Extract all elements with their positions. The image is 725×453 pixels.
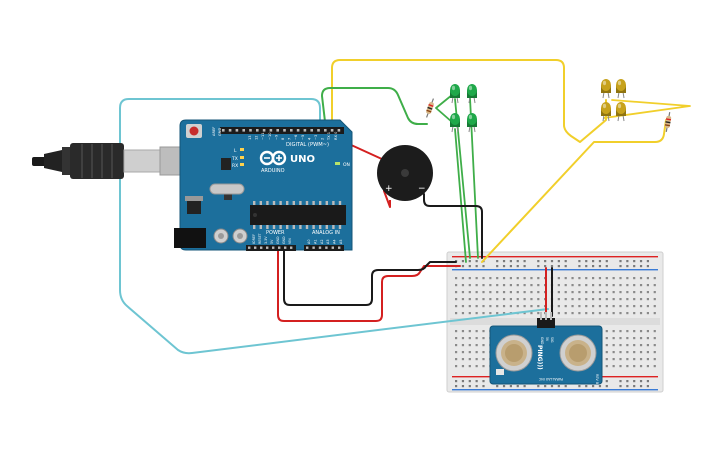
digital-pin-label: ~5 [301, 135, 305, 140]
resistor[interactable] [664, 112, 672, 133]
digital-pin-label: RX 0 [334, 131, 338, 140]
digital-pin-label: 12 [255, 135, 259, 140]
digital-pin-label: 2 [321, 138, 325, 140]
digital-pin-label: 7 [288, 138, 292, 140]
power-pin-label: RESET [258, 232, 262, 244]
green-led[interactable] [450, 84, 460, 104]
green-led[interactable] [467, 113, 477, 133]
transducer-left [495, 334, 533, 372]
analog-pin-label: A2 [320, 240, 324, 244]
arduino-model: UNO [290, 154, 315, 165]
digital-pin-label: ~3 [314, 135, 318, 140]
analog-pin-label: A0 [307, 240, 311, 244]
piezo-buzzer[interactable]: + − [377, 145, 433, 207]
power-pin-label: 5V [270, 239, 274, 244]
power-pin-label: VIN [288, 238, 292, 244]
yellow-led[interactable] [616, 102, 626, 122]
tx-label: TX [231, 156, 238, 162]
power-label: POWER [266, 230, 285, 236]
black-wire-1[interactable] [283, 249, 457, 306]
digital-pin-label: TX 1 [327, 132, 331, 141]
power-pin-label: GND [276, 236, 280, 244]
yellow-wire-1[interactable] [331, 59, 607, 143]
on-label: ON [343, 162, 350, 168]
green-led[interactable] [467, 84, 477, 104]
yellow-led[interactable] [601, 102, 611, 122]
digital-pin-label: 8 [281, 137, 285, 140]
digital-pin-label: 13 [248, 135, 252, 140]
atmega-chip [250, 205, 346, 225]
analog-pin-label: A1 [313, 240, 317, 244]
aref-label: AREF [212, 127, 216, 136]
resistor[interactable] [424, 98, 436, 119]
buzzer-minus: − [418, 184, 426, 194]
analog-pin-label: A3 [326, 240, 330, 244]
green-wire-1[interactable] [321, 87, 428, 131]
yellow-wire-2[interactable] [481, 119, 667, 263]
digital-label: DIGITAL (PWM~) [286, 142, 329, 148]
digital-pin-holes [222, 129, 341, 132]
digital-header[interactable] [220, 127, 344, 134]
analog-label: ANALOG IN [312, 230, 340, 236]
power-header[interactable] [246, 245, 296, 251]
buzzer-plus: + [385, 184, 393, 194]
analog-pin-label: A5 [339, 240, 343, 244]
digital-pin-label: ~9 [274, 134, 278, 140]
crystal [209, 183, 245, 195]
yellow-led[interactable] [601, 79, 611, 99]
sensor-sublabel: PARALLAX INC [538, 377, 563, 381]
chip-legs [253, 201, 342, 229]
arduino-logo [259, 150, 287, 166]
digital-pin-label: ~10 [268, 132, 272, 140]
sensor-pin-gnd: GND [540, 337, 544, 345]
analog-header[interactable] [304, 245, 344, 251]
green-led[interactable] [450, 113, 460, 133]
arduino-brand: ARDUINO [261, 168, 285, 174]
sensor-rev: REV B [595, 374, 599, 385]
green-wire-2[interactable] [435, 94, 479, 263]
analog-pin-label: A4 [333, 240, 337, 244]
sensor-pin-sig: SIG [550, 337, 554, 343]
sensor-pin-5v: 5V [545, 337, 549, 342]
rx-label: RX [232, 163, 238, 169]
yellow-led-group [601, 79, 626, 122]
digital-pin-label: ~6 [294, 134, 298, 140]
red-wire-2[interactable] [277, 249, 461, 322]
wires [119, 59, 691, 355]
cyan-wire[interactable] [119, 98, 549, 355]
gnd-label-top: GND [218, 128, 222, 136]
sensor-name: PING))) [536, 345, 543, 370]
power-jack[interactable] [174, 228, 206, 248]
power-pin-holes [248, 246, 341, 249]
digital-pin-label: 4 [307, 137, 311, 140]
digital-pin-label: ~11 [261, 132, 265, 140]
power-pin-label: GND [282, 236, 286, 244]
ultrasonic-sensor[interactable]: GND 5V SIG PING))) PARALLAX INC REV B [489, 312, 603, 385]
usb-cable-icon [32, 143, 203, 179]
yellow-led[interactable] [616, 79, 626, 99]
power-pin-label: 3.3V [264, 236, 268, 244]
black-wire-2[interactable] [423, 193, 483, 259]
power-pin-label: IOREF [252, 234, 256, 244]
l-label: L [234, 148, 237, 154]
green-led-group [450, 84, 477, 133]
transducer-right [559, 334, 597, 372]
